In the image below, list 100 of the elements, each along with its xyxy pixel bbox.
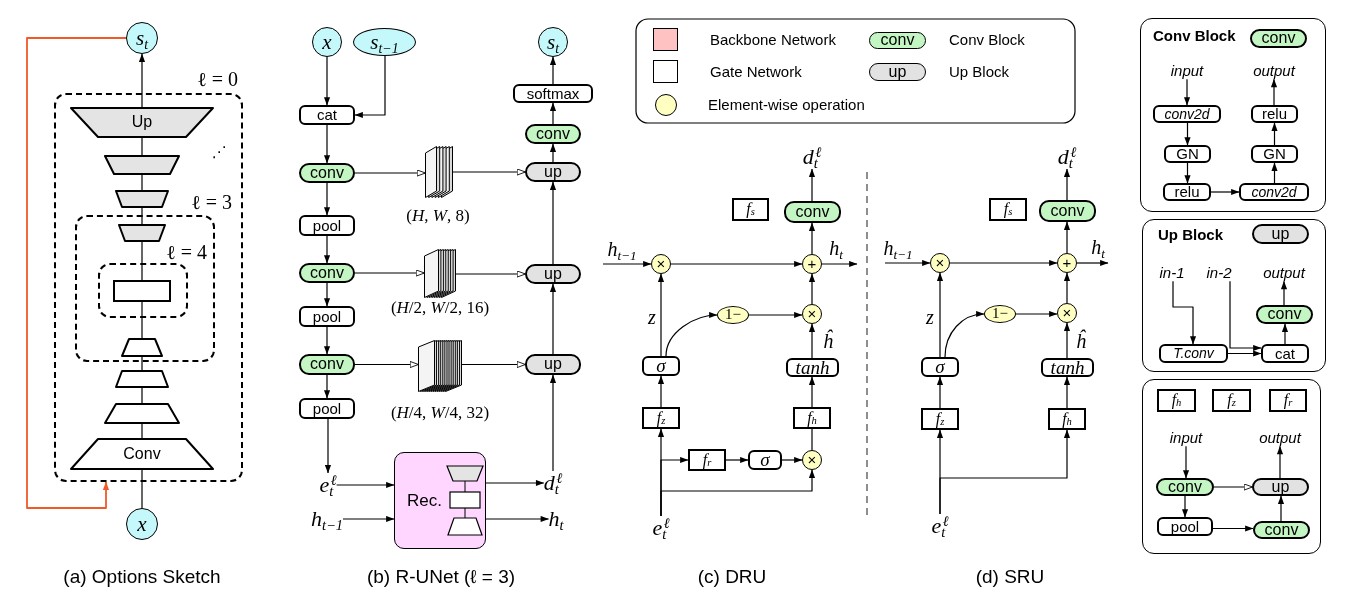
edge-label: z bbox=[648, 306, 656, 328]
decoder-trapezoid bbox=[104, 155, 180, 175]
arrow bbox=[1281, 323, 1289, 345]
arrow bbox=[1182, 445, 1190, 479]
arrow bbox=[748, 311, 803, 319]
arrow bbox=[549, 56, 557, 85]
edge-label: ĥ bbox=[1076, 330, 1086, 352]
bottleneck-box bbox=[113, 280, 171, 302]
block-label: up bbox=[544, 265, 562, 283]
operation-circle bbox=[802, 450, 822, 470]
up-block bbox=[1252, 478, 1309, 496]
arrow bbox=[657, 273, 665, 357]
operation-box bbox=[642, 356, 680, 376]
arrow bbox=[549, 374, 557, 472]
arrow bbox=[1212, 525, 1254, 532]
arrow bbox=[1213, 483, 1253, 491]
legend-label: Up Block bbox=[949, 63, 1010, 81]
arrow bbox=[485, 479, 545, 487]
recurrent-block bbox=[394, 452, 486, 549]
function-label: f$_{h}$ bbox=[1062, 410, 1072, 428]
operation-circle bbox=[1057, 303, 1077, 323]
operation-label: cat bbox=[317, 107, 337, 123]
io-label: in-2 bbox=[1206, 264, 1232, 282]
panel-heading: Up Block bbox=[1158, 227, 1223, 243]
operation-label: cat bbox=[1275, 345, 1295, 362]
operation-label: relu bbox=[1174, 184, 1200, 200]
io-label: in-1 bbox=[1159, 264, 1185, 282]
encoder-trapezoid bbox=[115, 370, 169, 388]
operation-box bbox=[1261, 344, 1309, 363]
operation-label: pool bbox=[312, 308, 342, 325]
edge-label: h$_{t−1}$ bbox=[883, 237, 913, 259]
operation-box bbox=[1159, 344, 1228, 363]
arrow bbox=[1015, 310, 1058, 318]
block-label: conv bbox=[795, 203, 830, 221]
arrow bbox=[1227, 350, 1262, 357]
operation-label: σ bbox=[656, 356, 666, 376]
io-label: output bbox=[1253, 62, 1295, 80]
operation-label: pool bbox=[312, 400, 342, 417]
tensor-shape-label: (H/2, W/2, 16) bbox=[390, 298, 490, 318]
operation-ellipse bbox=[717, 306, 749, 324]
block-label: conv bbox=[1168, 478, 1202, 496]
arrow bbox=[323, 282, 331, 307]
arrow bbox=[808, 168, 816, 202]
detail-panel bbox=[1142, 379, 1321, 554]
arrow bbox=[936, 272, 944, 358]
connector-line bbox=[141, 356, 143, 371]
operator-symbol: + bbox=[807, 256, 817, 272]
operation-box bbox=[513, 84, 593, 103]
function-box bbox=[989, 198, 1027, 221]
encoder-trapezoid bbox=[104, 403, 180, 424]
function-box bbox=[1157, 389, 1196, 412]
arrow bbox=[808, 273, 816, 305]
connector-line bbox=[141, 207, 143, 225]
block-label: up bbox=[544, 163, 562, 181]
level-label: ℓ = 0 bbox=[197, 69, 238, 90]
block-label: Rec. bbox=[407, 491, 442, 510]
connector-line bbox=[141, 469, 143, 509]
function-label: f$_{z}$ bbox=[935, 410, 945, 428]
arrow bbox=[1172, 280, 1197, 345]
subfigure-caption: (b) R-UNet (ℓ = 3) bbox=[366, 566, 516, 588]
block-label: conv bbox=[1264, 521, 1299, 539]
arrow bbox=[324, 418, 332, 474]
operation-label: pool bbox=[1170, 518, 1200, 535]
operation-box bbox=[1163, 183, 1211, 201]
operator-symbol: 1− bbox=[992, 306, 1008, 322]
edge-label: z bbox=[926, 306, 934, 328]
operation-label: conv2d bbox=[1164, 106, 1210, 122]
arrow bbox=[323, 326, 331, 355]
function-label: f$_{z}$ bbox=[656, 409, 666, 427]
operation-circle bbox=[802, 304, 822, 324]
function-box bbox=[921, 408, 959, 430]
variable-label: x bbox=[322, 30, 332, 53]
variable-label: x bbox=[137, 512, 147, 535]
decoder-trapezoid bbox=[70, 107, 214, 138]
operation-label: GN bbox=[1263, 146, 1286, 162]
variable-circle bbox=[312, 27, 342, 57]
function-box bbox=[793, 407, 831, 429]
variable-label: s$_{t}$ bbox=[546, 30, 559, 53]
edge-label: h$_{t}$ bbox=[1091, 236, 1105, 258]
subfigure-caption: (a) Options Sketch bbox=[63, 566, 221, 588]
conv-block bbox=[1253, 521, 1310, 539]
arrow bbox=[336, 481, 395, 489]
arrow bbox=[602, 260, 652, 268]
subfigure-caption: (d) SRU bbox=[975, 566, 1045, 588]
arrow bbox=[657, 375, 665, 408]
operation-box bbox=[1164, 145, 1211, 163]
block-label: conv bbox=[310, 164, 344, 182]
operation-box bbox=[1239, 183, 1309, 201]
arrow bbox=[138, 53, 146, 108]
operation-box bbox=[1041, 358, 1094, 377]
conv-block bbox=[784, 201, 841, 223]
conv-block bbox=[299, 354, 355, 375]
arrow bbox=[665, 312, 718, 357]
function-box bbox=[1048, 408, 1086, 430]
arrow bbox=[1280, 280, 1288, 306]
legend-label: Gate Network bbox=[710, 63, 802, 81]
encoder-trapezoid bbox=[70, 438, 214, 470]
detail-panel bbox=[1140, 18, 1326, 212]
connector-line bbox=[141, 174, 143, 191]
arrow bbox=[1270, 78, 1278, 106]
